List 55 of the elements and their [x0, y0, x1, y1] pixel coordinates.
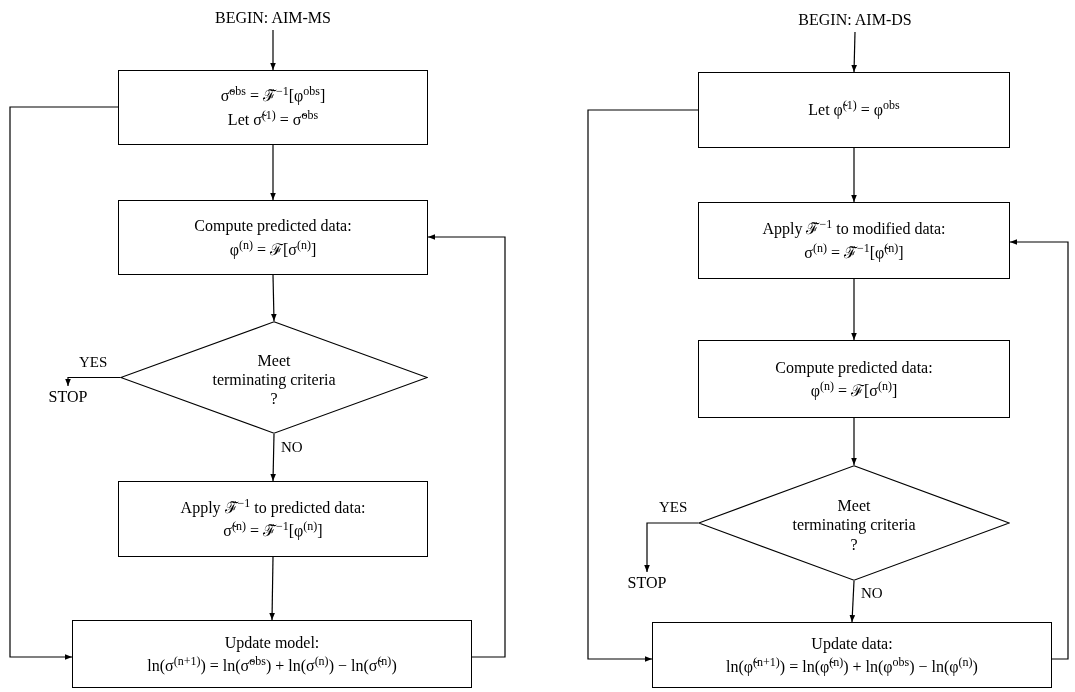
arrow	[270, 29, 276, 71]
terminal-text: BEGIN: AIM-DS	[770, 8, 940, 32]
arrow	[1009, 239, 1069, 660]
process-box	[698, 72, 1010, 148]
node-heading: Apply ℱ̃$^{−1}$ to predicted data:	[180, 497, 366, 517]
node-heading: Compute predicted data:	[775, 357, 933, 377]
arrow	[851, 31, 857, 73]
arrow	[849, 580, 856, 623]
arrow	[644, 522, 699, 573]
node-heading: Meet	[257, 350, 291, 370]
process-box	[118, 200, 428, 275]
decision-diamond	[120, 321, 428, 434]
arrow	[587, 109, 699, 662]
node-heading: Meet	[837, 496, 871, 516]
node-heading: Compute predicted data:	[194, 216, 352, 236]
node-text: σ$^{(n)}$ = ℱ̃$^{−1}$[φ̃$^{(n)}$]	[804, 242, 904, 262]
node-heading: Update data:	[811, 633, 893, 653]
arrow	[9, 106, 119, 660]
arrow	[271, 274, 277, 322]
node-text: φ$^{(n)}$ = ℱ[σ$^{(n)}$]	[229, 239, 317, 259]
node-heading: Let φ̃$^{(1)}$ = φ$^{obs}$	[808, 100, 900, 120]
node-text: terminating criteria	[792, 515, 916, 535]
edge-label: YES	[78, 355, 109, 370]
terminal-text: BEGIN: AIM-MS	[188, 6, 358, 30]
edge-label: NO	[860, 586, 884, 601]
node-heading: Update model:	[224, 632, 320, 652]
process-box	[118, 481, 428, 557]
edge-label: NO	[280, 440, 304, 455]
terminal-text: STOP	[613, 572, 681, 594]
arrow	[65, 376, 121, 387]
arrow	[851, 278, 857, 341]
node-heading: σ̃$^{obs}$ = ℱ̃$^{−1}$[φ$^{obs}$]	[220, 86, 326, 106]
arrow	[270, 144, 276, 201]
terminal-text: STOP	[34, 386, 102, 408]
arrow	[427, 234, 506, 658]
arrow	[269, 556, 275, 621]
process-box	[72, 620, 472, 688]
node-text: terminating criteria	[212, 369, 336, 390]
arrow	[851, 147, 857, 203]
node-text: ln(φ̃$^{(n+1)}$) = ln(φ̃$^{(n)}$) + ln(φ$^{obs}$) − ln(φ$^{(n)}$)	[726, 657, 978, 677]
node-text: ?	[850, 534, 858, 554]
node-text: σ̃$^{(n)}$ = ℱ̃$^{−1}$[φ$^{(n)}$]	[223, 521, 323, 541]
node-heading: Apply ℱ̃$^{−1}$ to modified data:	[762, 219, 946, 239]
decision-diamond	[698, 465, 1010, 581]
node-text: ln(σ$^{(n+1)}$) = ln(σ̃$^{obs}$) + ln(σ$^{(n)}$) − ln(σ̃$^{(n)}$)	[147, 656, 397, 676]
process-box	[698, 340, 1010, 418]
process-box	[698, 202, 1010, 279]
arrow	[851, 417, 857, 466]
node-text: Let σ̃$^{(1)}$ = σ̃$^{obs}$	[227, 109, 319, 129]
node-text: ?	[270, 389, 278, 409]
process-box	[652, 622, 1052, 688]
process-box	[118, 70, 428, 145]
arrow	[270, 433, 276, 482]
edge-label: YES	[658, 500, 689, 515]
node-text: φ$^{(n)}$ = ℱ[σ$^{(n)}$]	[810, 381, 898, 401]
